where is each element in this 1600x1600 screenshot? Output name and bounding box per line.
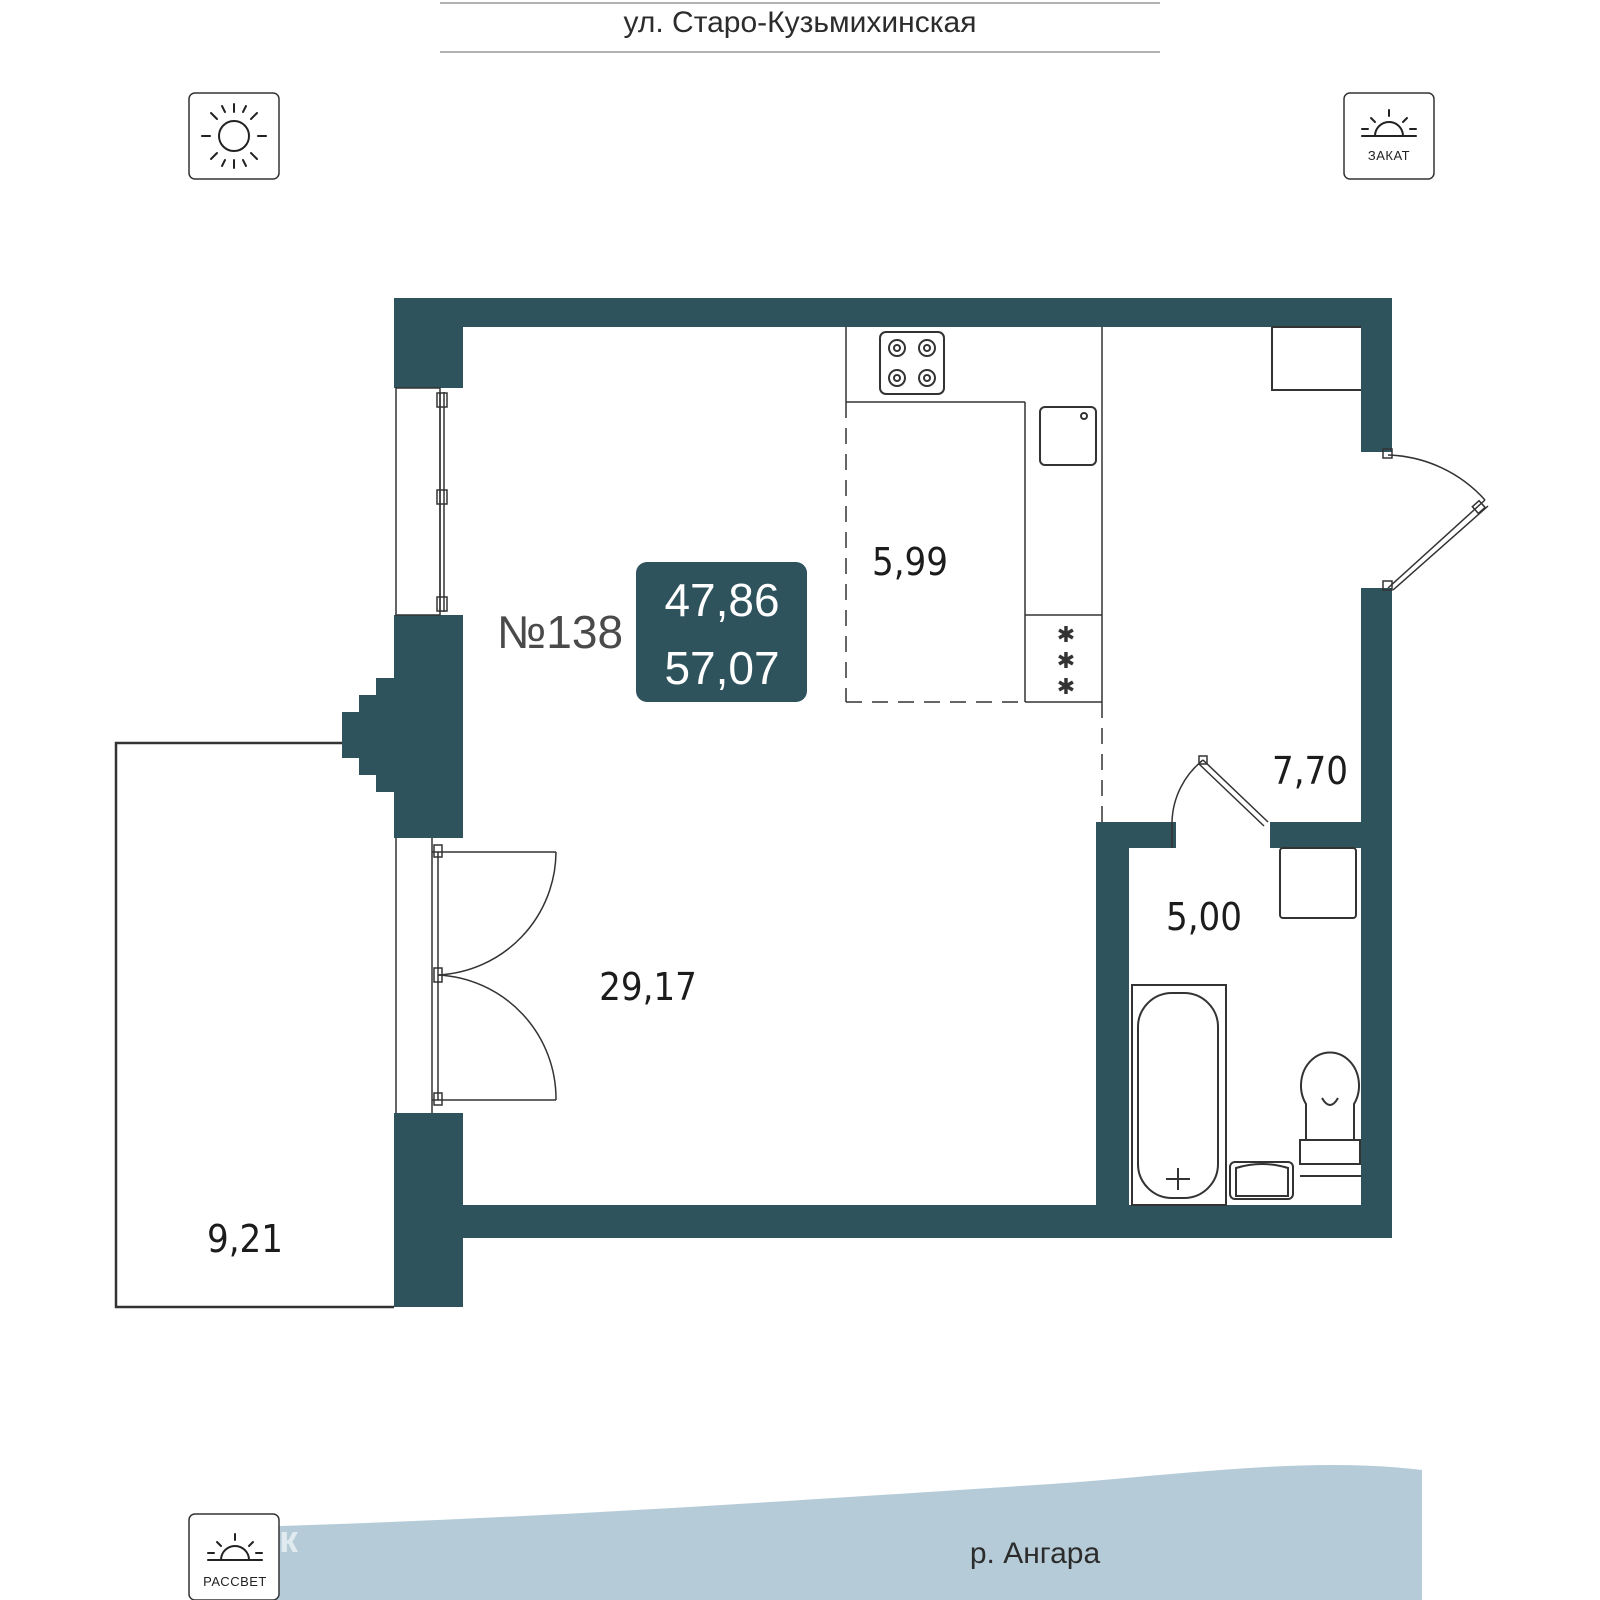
bathroom-area-label: 5,00	[1166, 895, 1242, 939]
walls	[342, 298, 1392, 1307]
svg-text:✱: ✱	[1057, 674, 1075, 699]
area-badge: 47,86 57,07	[636, 562, 807, 702]
svg-text:✱: ✱	[1057, 648, 1075, 673]
total-area-value: 57,07	[664, 642, 779, 694]
kitchen-area	[845, 327, 1103, 703]
balcony-outline	[114, 741, 394, 1309]
bathtub-icon	[1131, 984, 1227, 1206]
sunset-icon	[1361, 109, 1417, 137]
closet	[1271, 326, 1361, 391]
sunrise-button[interactable]: РАССВЕТ	[188, 1513, 280, 1600]
stove-icon	[879, 331, 945, 395]
sunset-caption: ЗАКАТ	[1368, 148, 1410, 163]
river	[210, 1465, 1422, 1600]
washing-machine-icon	[1279, 847, 1357, 919]
balcony-door[interactable]	[395, 838, 557, 1113]
window-left-top	[395, 387, 448, 616]
washbasin-icon	[1229, 1161, 1294, 1200]
street-label: ул. Старо-Кузьмихинская	[624, 6, 977, 39]
kitchen-area-label: 5,99	[872, 540, 948, 584]
toilet-icon	[1299, 1051, 1361, 1177]
living-area-value: 47,86	[664, 574, 779, 626]
sunset-button[interactable]: ЗАКАТ	[1343, 92, 1435, 180]
river-label: р. Ангара	[970, 1537, 1101, 1570]
balcony-area-label: 9,21	[207, 1217, 283, 1261]
hallway-area-label: 7,70	[1272, 749, 1348, 793]
sun-button[interactable]	[188, 92, 280, 180]
sunrise-caption: РАССВЕТ	[203, 1574, 267, 1589]
apartment-number: №138	[497, 606, 623, 658]
bathroom-door[interactable]	[1171, 755, 1269, 848]
svg-text:✱: ✱	[1057, 622, 1075, 647]
entrance-door[interactable]	[1382, 448, 1489, 591]
fridge-icon: ✱ ✱ ✱	[1057, 622, 1075, 699]
living-room-area-label: 29,17	[599, 965, 697, 1009]
sink-icon	[1039, 406, 1097, 466]
sun-icon	[201, 103, 267, 169]
sunrise-icon	[207, 1533, 263, 1561]
